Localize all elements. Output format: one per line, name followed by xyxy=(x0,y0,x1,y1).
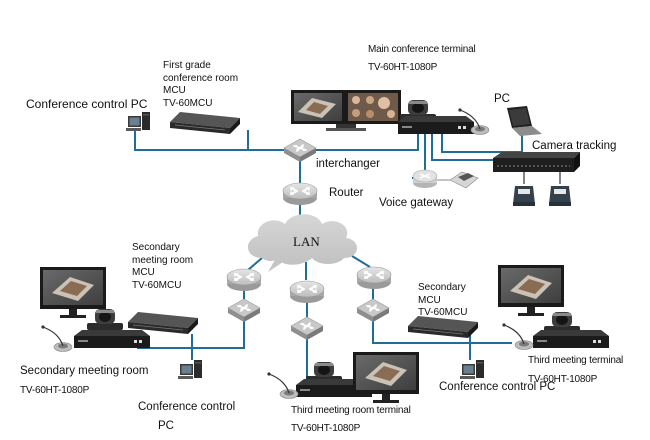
link-switch-left-room xyxy=(137,316,245,349)
label-pc: PC xyxy=(494,93,510,105)
third-room-microphone-icon xyxy=(266,371,299,400)
link-pc-top xyxy=(134,130,295,151)
third-terminal-camera-icon xyxy=(544,312,580,333)
main-terminal-icon xyxy=(398,116,474,134)
label-main-terminal-model: TV-60HT-1080P xyxy=(368,62,438,73)
router-left-icon xyxy=(226,268,262,292)
label-conference-control-pc-top: Conference control PC xyxy=(26,97,148,111)
router-mid-icon xyxy=(289,280,325,304)
laptop-icon xyxy=(507,106,542,136)
label-voice-gateway: Voice gateway xyxy=(379,197,454,209)
label-camera-tracking: Camera tracking xyxy=(532,140,617,152)
switch-mid-icon xyxy=(290,316,324,341)
label-conference-control-bottom-1: Conference control xyxy=(138,401,236,413)
conference-pc-bottom-icon xyxy=(178,360,202,379)
link-switch-right-room xyxy=(372,316,512,344)
link-lan-router-left xyxy=(247,257,263,271)
tracking-camera-1-icon xyxy=(513,186,535,206)
conference-pc-right-icon xyxy=(460,360,484,379)
third-terminal-monitor-icon xyxy=(498,265,564,316)
link-laptop xyxy=(441,132,523,153)
label-third-terminal-model: TV-60HT-1080P xyxy=(528,374,598,385)
label-interchanger: interchanger xyxy=(316,158,380,170)
label-first-grade-mcu: First grade conference room MCU TV-60MCU xyxy=(163,60,239,109)
label-main-terminal-title: Main conference terminal xyxy=(368,44,476,55)
label-secondary-room-model: TV-60HT-1080P xyxy=(20,385,90,396)
label-secondary-room-mcu: Secondary meeting room MCU TV-60MCU xyxy=(132,242,194,291)
router-right-icon xyxy=(356,266,392,290)
switch-right-icon xyxy=(356,298,390,323)
label-secondary-mcu: Secondary MCU TV-60MCU xyxy=(418,282,468,318)
label-router: Router xyxy=(329,187,364,199)
label-third-room-terminal-title: Third meeting room terminal xyxy=(291,405,411,416)
router-main-icon xyxy=(282,182,318,206)
link-main-terminal xyxy=(312,132,419,151)
link-tracking-unit xyxy=(431,132,493,161)
label-conference-control-bottom-2: PC xyxy=(158,420,174,432)
tracking-cable xyxy=(523,172,561,184)
switch-left-icon xyxy=(227,298,261,323)
secondary-room-terminal-icon xyxy=(74,330,150,348)
third-terminal-icon xyxy=(533,330,609,348)
lan-cloud xyxy=(247,214,358,272)
voice-gateway-icon xyxy=(412,169,438,188)
interchanger-icon xyxy=(283,138,317,163)
label-third-room-terminal-model: TV-60HT-1080P xyxy=(291,423,361,434)
label-third-terminal-title: Third meeting terminal xyxy=(528,355,624,366)
tracking-unit-icon xyxy=(493,152,580,172)
label-lan: LAN xyxy=(293,234,320,249)
secondary-room-microphone-icon xyxy=(40,324,73,353)
third-terminal-microphone-icon xyxy=(501,322,534,351)
tracking-camera-2-icon xyxy=(549,186,571,206)
label-secondary-room-title: Secondary meeting room xyxy=(20,365,149,377)
conference-pc-top-icon xyxy=(126,112,150,131)
link-lan-router-right xyxy=(351,255,371,268)
telephone-icon xyxy=(449,171,479,189)
first-mcu-icon xyxy=(169,111,241,135)
main-dual-display xyxy=(291,90,401,131)
label-conference-control-pc-right: Conference control PC xyxy=(439,381,556,393)
secondary-room-camera-icon xyxy=(87,309,123,330)
